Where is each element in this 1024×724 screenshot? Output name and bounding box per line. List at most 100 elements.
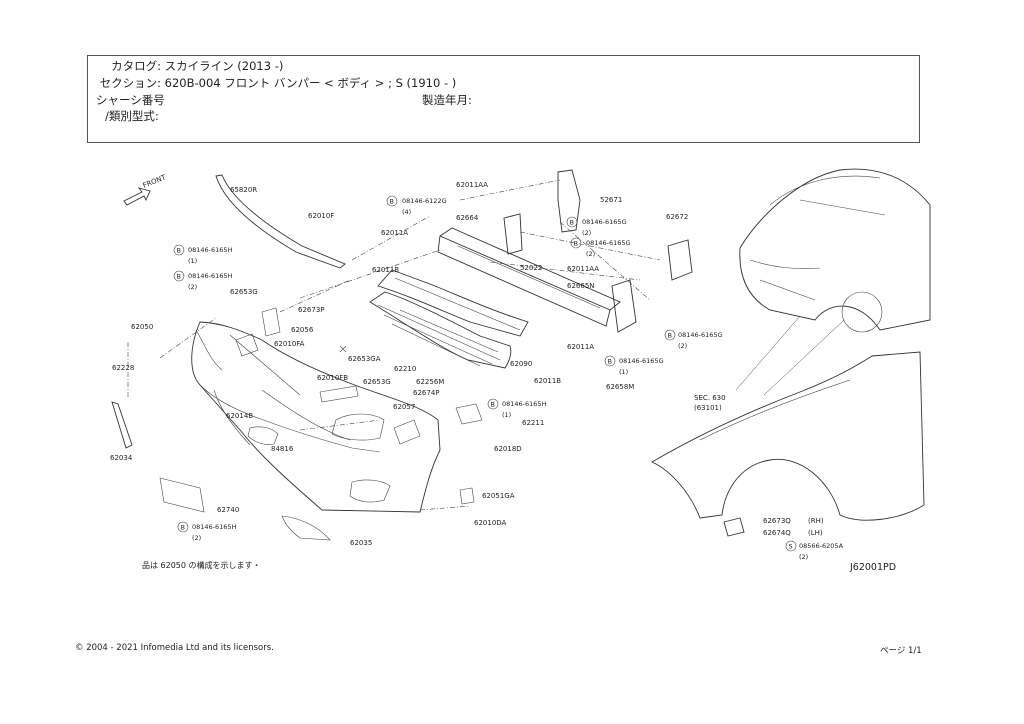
- part-label-62665n: 62665N: [567, 282, 595, 290]
- fastener-callout: B 08146-6165G (2): [566, 216, 627, 237]
- part-label-62010f: 62010F: [308, 212, 334, 220]
- fastener-symbol: S: [789, 543, 793, 551]
- front-label: FRONT: [142, 173, 168, 190]
- diagram-code: J62001PD: [850, 562, 897, 573]
- part-label-62011b-2: 62011B: [534, 377, 561, 385]
- fastener-code: 08146-6165H: [502, 400, 547, 408]
- model-label: /類別型式:: [105, 109, 159, 123]
- fastener-code: 08146-6122G: [402, 197, 447, 205]
- bracket-62665n: [611, 279, 637, 333]
- part-label-84816: 84816: [271, 445, 294, 453]
- part-label-62011aa: 62011AA: [456, 181, 488, 189]
- catalog-row: カタログ: スカイライン (2013 -): [96, 58, 283, 74]
- production-label: 製造年月:: [422, 93, 472, 107]
- fastener-callout: B 08146-6165G (2): [570, 237, 631, 258]
- chassis-row: シャーシ番号: [96, 92, 165, 108]
- bumper-fascia: [191, 321, 441, 513]
- fastener-callout: B 08146-6122G (4): [386, 195, 447, 216]
- fastener-symbol: B: [390, 198, 394, 206]
- part-label-62673q: 62673Q: [763, 517, 791, 525]
- part-label-65820r: 65820R: [230, 186, 257, 194]
- part-label-lh: (LH): [808, 529, 823, 537]
- small-parts: [159, 307, 483, 541]
- diagram-note: 品は 62050 の構成を示します・: [142, 561, 261, 570]
- part-label-62010fb: 62010FB: [317, 374, 348, 382]
- fastener-qty: (4): [402, 208, 411, 216]
- part-label-52671: 52671: [600, 196, 622, 204]
- side-bracket: [111, 401, 133, 449]
- sec-sub: (63101): [694, 404, 722, 412]
- fastener-symbol: B: [668, 332, 672, 340]
- part-label-62018d: 62018D: [494, 445, 522, 453]
- fastener-code: 08146-6165G: [619, 357, 664, 365]
- lower-grille: [369, 291, 512, 369]
- part-label-62011a: 62011A: [381, 229, 408, 237]
- part-label-62034: 62034: [110, 454, 133, 462]
- fastener-code: 08566-6205A: [799, 542, 844, 550]
- part-label-62010fa: 62010FA: [274, 340, 305, 348]
- part-label-62011a-2: 62011A: [567, 343, 594, 351]
- part-label-62256m: 62256M: [416, 378, 444, 386]
- fastener-callout: B 08146-6165H (1): [173, 244, 233, 265]
- fastener-callout: S 08566-6205A (2): [785, 540, 844, 561]
- chassis-label: シャーシ番号: [96, 93, 165, 107]
- part-label-62011aa-2: 62011AA: [567, 265, 599, 273]
- fastener-code: 08146-6165G: [678, 331, 723, 339]
- fastener-symbol: B: [181, 524, 185, 532]
- fastener-callout: B 08146-6165H (2): [177, 521, 237, 542]
- part-label-62011b: 62011B: [372, 266, 399, 274]
- part-label-62673p: 62673P: [298, 306, 325, 314]
- upper-seal-strip: [215, 174, 346, 269]
- part-label-62740: 62740: [217, 506, 239, 514]
- fender-bracket: [723, 517, 745, 537]
- part-label-62210: 62210: [394, 365, 416, 373]
- assembly-lines: [127, 179, 661, 511]
- fastener-symbol: B: [570, 219, 574, 227]
- part-label-62653g-2: 62653G: [363, 378, 391, 386]
- fastener-qty: (2): [799, 553, 808, 561]
- part-label-62051ga: 62051GA: [482, 492, 515, 500]
- model-row: /類別型式:: [105, 108, 159, 124]
- fastener-qty: (1): [502, 411, 511, 419]
- fastener-callout: B 08146-6165H (1): [487, 398, 547, 419]
- section-row: セクション: 620B-004 フロント バンパー < ボディ > ; S (1…: [96, 75, 457, 91]
- fastener-qty: (2): [192, 534, 201, 542]
- fastener-qty: (2): [586, 250, 595, 258]
- fastener-callout: B 08146-6165G (2): [664, 329, 723, 350]
- fastener-callouts: B 08146-6122G (4) B 08146-6165H (1) B 08…: [173, 195, 844, 561]
- part-label-62664: 62664: [456, 214, 479, 222]
- copyright-text: © 2004 - 2021 Infomedia Ltd and its lice…: [75, 643, 274, 653]
- fastener-callout: B 08146-6165H (2): [173, 270, 233, 291]
- fastener-code: 08146-6165H: [188, 246, 233, 254]
- fastener-code: 08146-6165G: [582, 218, 627, 226]
- bracket-right-side: [667, 239, 693, 281]
- bracket-right-upper: [557, 169, 581, 233]
- sec-label: SEC. 630: [694, 394, 726, 402]
- car-silhouette: [739, 168, 931, 333]
- production-row: 製造年月:: [422, 92, 472, 108]
- section-label: セクション:: [99, 76, 161, 90]
- part-label-62674p: 62674P: [413, 389, 440, 397]
- fastener-symbol: B: [574, 240, 578, 248]
- part-label-62056: 62056: [291, 326, 314, 334]
- fastener-qty: (2): [188, 283, 197, 291]
- front-arrow-icon: [123, 187, 151, 206]
- energy-absorber: [377, 269, 529, 337]
- fastener-code: 08146-6165G: [586, 239, 631, 247]
- part-label-62035: 62035: [350, 539, 372, 547]
- part-label-62050: 62050: [131, 323, 153, 331]
- fastener-code: 08146-6165H: [192, 523, 237, 531]
- part-label-62211: 62211: [522, 419, 544, 427]
- part-label-rh: (RH): [808, 517, 824, 525]
- part-label-62057: 62057: [393, 403, 415, 411]
- part-label-62014b: 62014B: [226, 412, 253, 420]
- fastener-symbol: B: [608, 358, 612, 366]
- part-label-62228: 62228: [112, 364, 134, 372]
- fastener-qty: (2): [582, 229, 591, 237]
- part-label-62653g: 62653G: [230, 288, 258, 296]
- fastener-symbol: B: [177, 247, 181, 255]
- part-label-62010da: 62010DA: [474, 519, 507, 527]
- fastener-symbol: B: [491, 401, 495, 409]
- header-frame: [87, 55, 920, 143]
